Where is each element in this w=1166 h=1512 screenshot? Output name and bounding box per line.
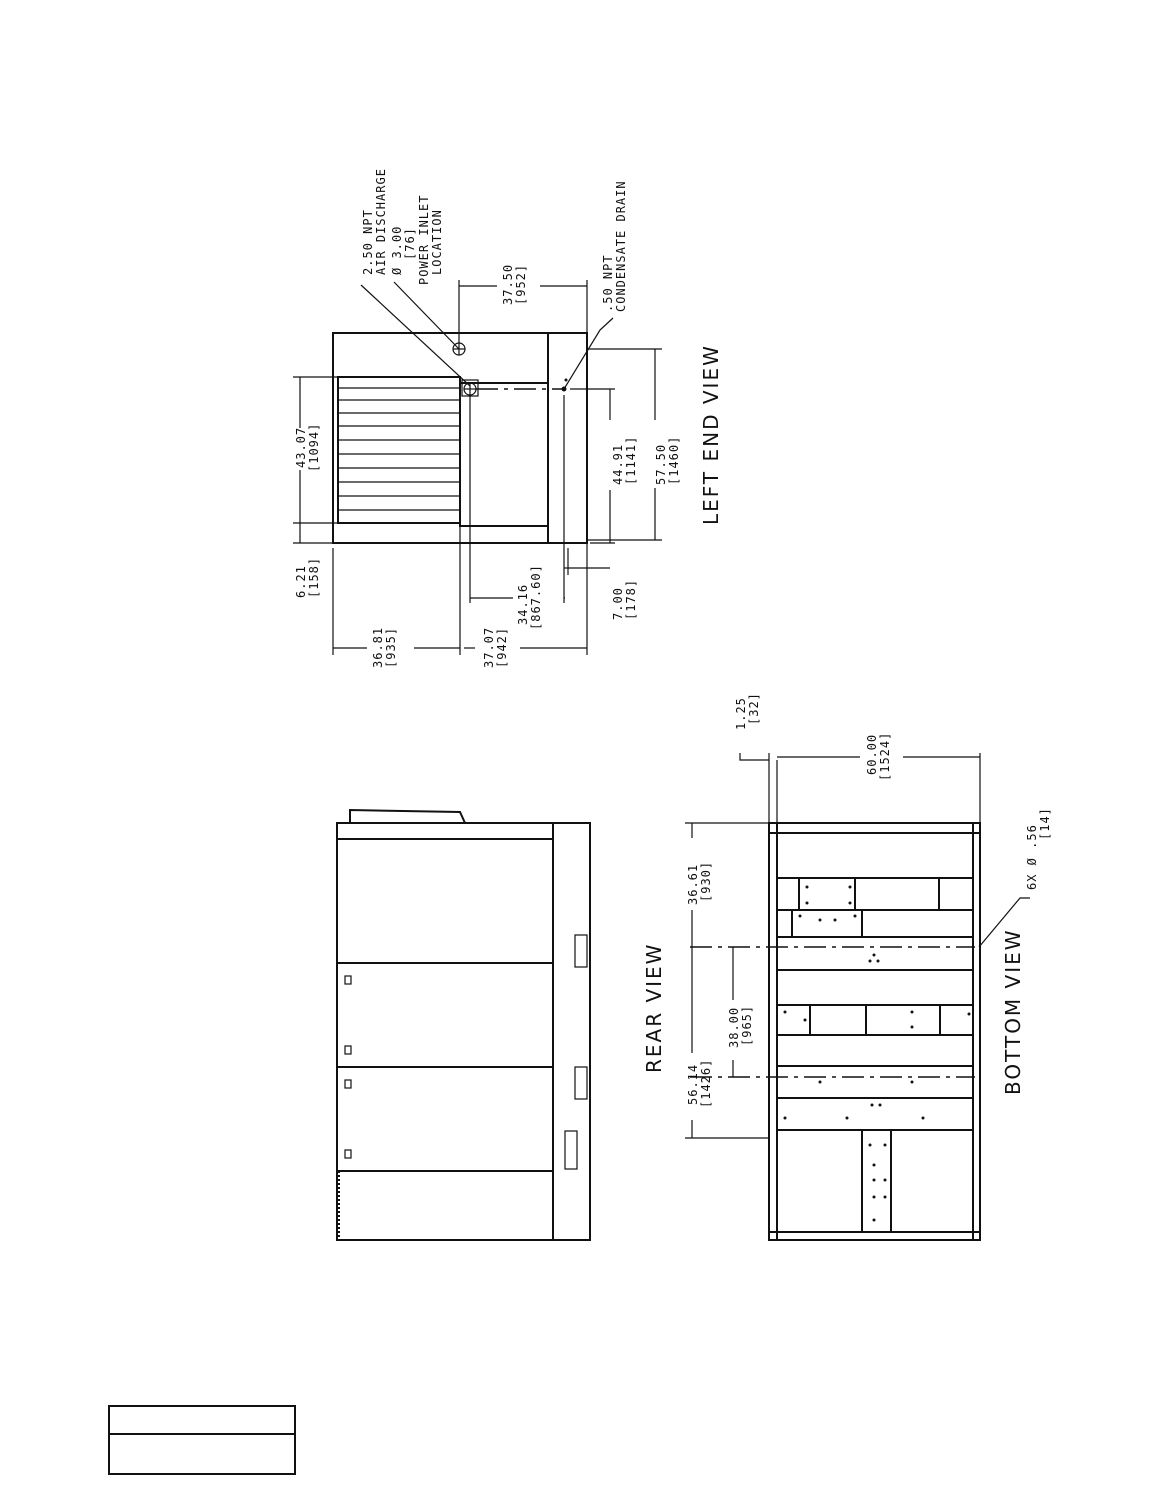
title-block <box>108 1405 296 1475</box>
dim-56-14: 56.14 <box>686 1064 700 1105</box>
dim-44-91-mm: [1141] <box>624 436 638 485</box>
left-end-view-title: LEFT END VIEW <box>699 344 723 525</box>
dim-1-25-mm: [32] <box>747 692 761 725</box>
rear-view: REAR VIEW <box>336 808 666 1241</box>
dim-43-07: 43.07 <box>294 427 308 468</box>
hole-callout-mm: [14] <box>1038 807 1052 840</box>
dim-37-50: 37.50 <box>501 264 515 305</box>
rivet-dots <box>783 885 971 1222</box>
dim-38-00: 38.00 <box>727 1007 741 1048</box>
dim-60-00: 60.00 <box>865 734 879 775</box>
dim-60-00-mm: [1524] <box>878 732 892 781</box>
power-inlet-label1: POWER INLET <box>417 195 431 285</box>
dim-37-07: 37.07 <box>482 627 496 668</box>
dim-36-61-mm: [930] <box>699 861 713 902</box>
dim-7-00-mm: [178] <box>624 579 638 620</box>
power-inlet-label2: LOCATION <box>430 209 444 275</box>
dim-56-14-mm: [1426] <box>699 1059 713 1108</box>
dim-34-16: 34.16 <box>516 584 530 625</box>
drain-npt: .50 NPT <box>601 254 615 312</box>
power-inlet-dia: Ø 3.00 <box>390 226 404 275</box>
dim-57-50-mm: [1460] <box>667 436 681 485</box>
dim-37-50-mm: [952] <box>514 264 528 305</box>
bottom-view: 1.25 [32] 60.00 [1524] 36.61 [930] 38.00… <box>685 692 1052 1241</box>
dim-44-91: 44.91 <box>611 444 625 485</box>
dim-6-21: 6.21 <box>294 565 308 598</box>
dim-57-50: 57.50 <box>654 444 668 485</box>
dim-36-81: 36.81 <box>371 627 385 668</box>
dim-38-00-mm: [965] <box>740 1005 754 1046</box>
coil-fins <box>338 387 460 511</box>
dim-37-07-mm: [942] <box>495 627 509 668</box>
dim-1-25: 1.25 <box>734 697 748 730</box>
air-discharge-label: AIR DISCHARGE <box>374 168 388 275</box>
power-inlet-dia-mm: [76] <box>403 227 417 260</box>
dim-6-21-mm: [158] <box>307 557 321 598</box>
drain-label: CONDENSATE DRAIN <box>614 180 628 312</box>
dim-34-16-mm: [867.60] <box>529 564 543 630</box>
dim-36-81-mm: [935] <box>384 627 398 668</box>
left-end-view: 2.50 NPT AIR DISCHARGE Ø 3.00 [76] POWER… <box>293 168 723 668</box>
rear-view-title: REAR VIEW <box>642 943 666 1073</box>
dim-43-07-mm: [1094] <box>307 423 321 472</box>
dim-36-61: 36.61 <box>686 864 700 905</box>
bottom-view-title: BOTTOM VIEW <box>1001 928 1025 1095</box>
air-discharge-npt: 2.50 NPT <box>361 209 375 275</box>
hole-callout: 6X Ø .56 <box>1025 824 1039 890</box>
dim-7-00: 7.00 <box>611 587 625 620</box>
